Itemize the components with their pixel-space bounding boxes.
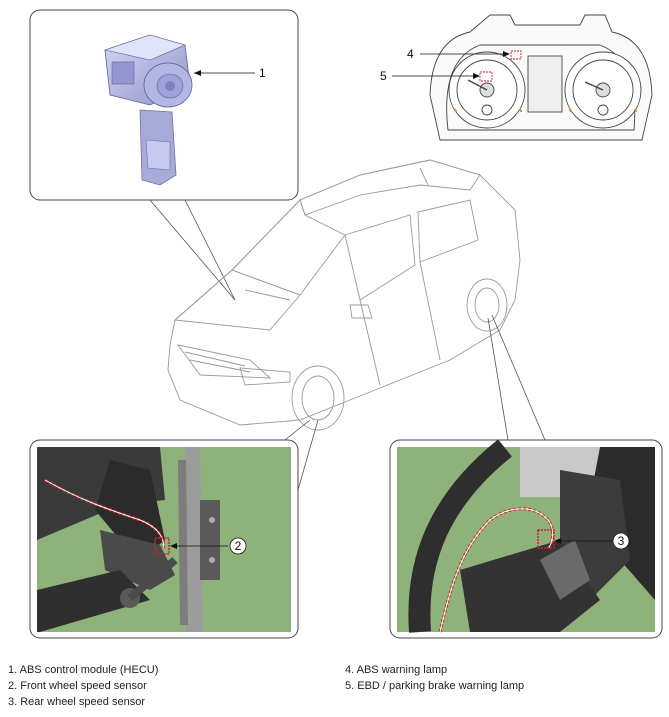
callout-4: 4	[407, 47, 414, 61]
instrument-cluster	[429, 14, 653, 141]
hecu-inset: 1	[29, 9, 299, 301]
front-sensor-inset	[29, 419, 319, 639]
legend-item-3: 3. Rear wheel speed sensor	[8, 696, 145, 708]
legend-item-2: 2. Front wheel speed sensor	[8, 680, 147, 692]
callout-2: 2	[235, 539, 242, 553]
legend-left: 1. ABS control module (HECU) 2. Front wh…	[8, 662, 158, 710]
vehicle-line-drawing	[167, 159, 521, 431]
abs-warning-lamp-marker	[510, 50, 522, 60]
rear-sensor-inset	[389, 314, 663, 639]
legend-item-4: 4. ABS warning lamp	[345, 664, 448, 676]
callout-5: 5	[380, 69, 387, 83]
ebd-warning-lamp-marker	[479, 71, 493, 82]
callout-1: 1	[259, 66, 266, 80]
legend-item-1: 1. ABS control module (HECU)	[8, 664, 159, 676]
legend-item-5: 5. EBD / parking brake warning lamp	[345, 680, 525, 692]
callout-3: 3	[618, 534, 625, 548]
legend-right: 4. ABS warning lamp 5. EBD / parking bra…	[345, 662, 524, 694]
hecu-module-drawing	[103, 34, 193, 186]
